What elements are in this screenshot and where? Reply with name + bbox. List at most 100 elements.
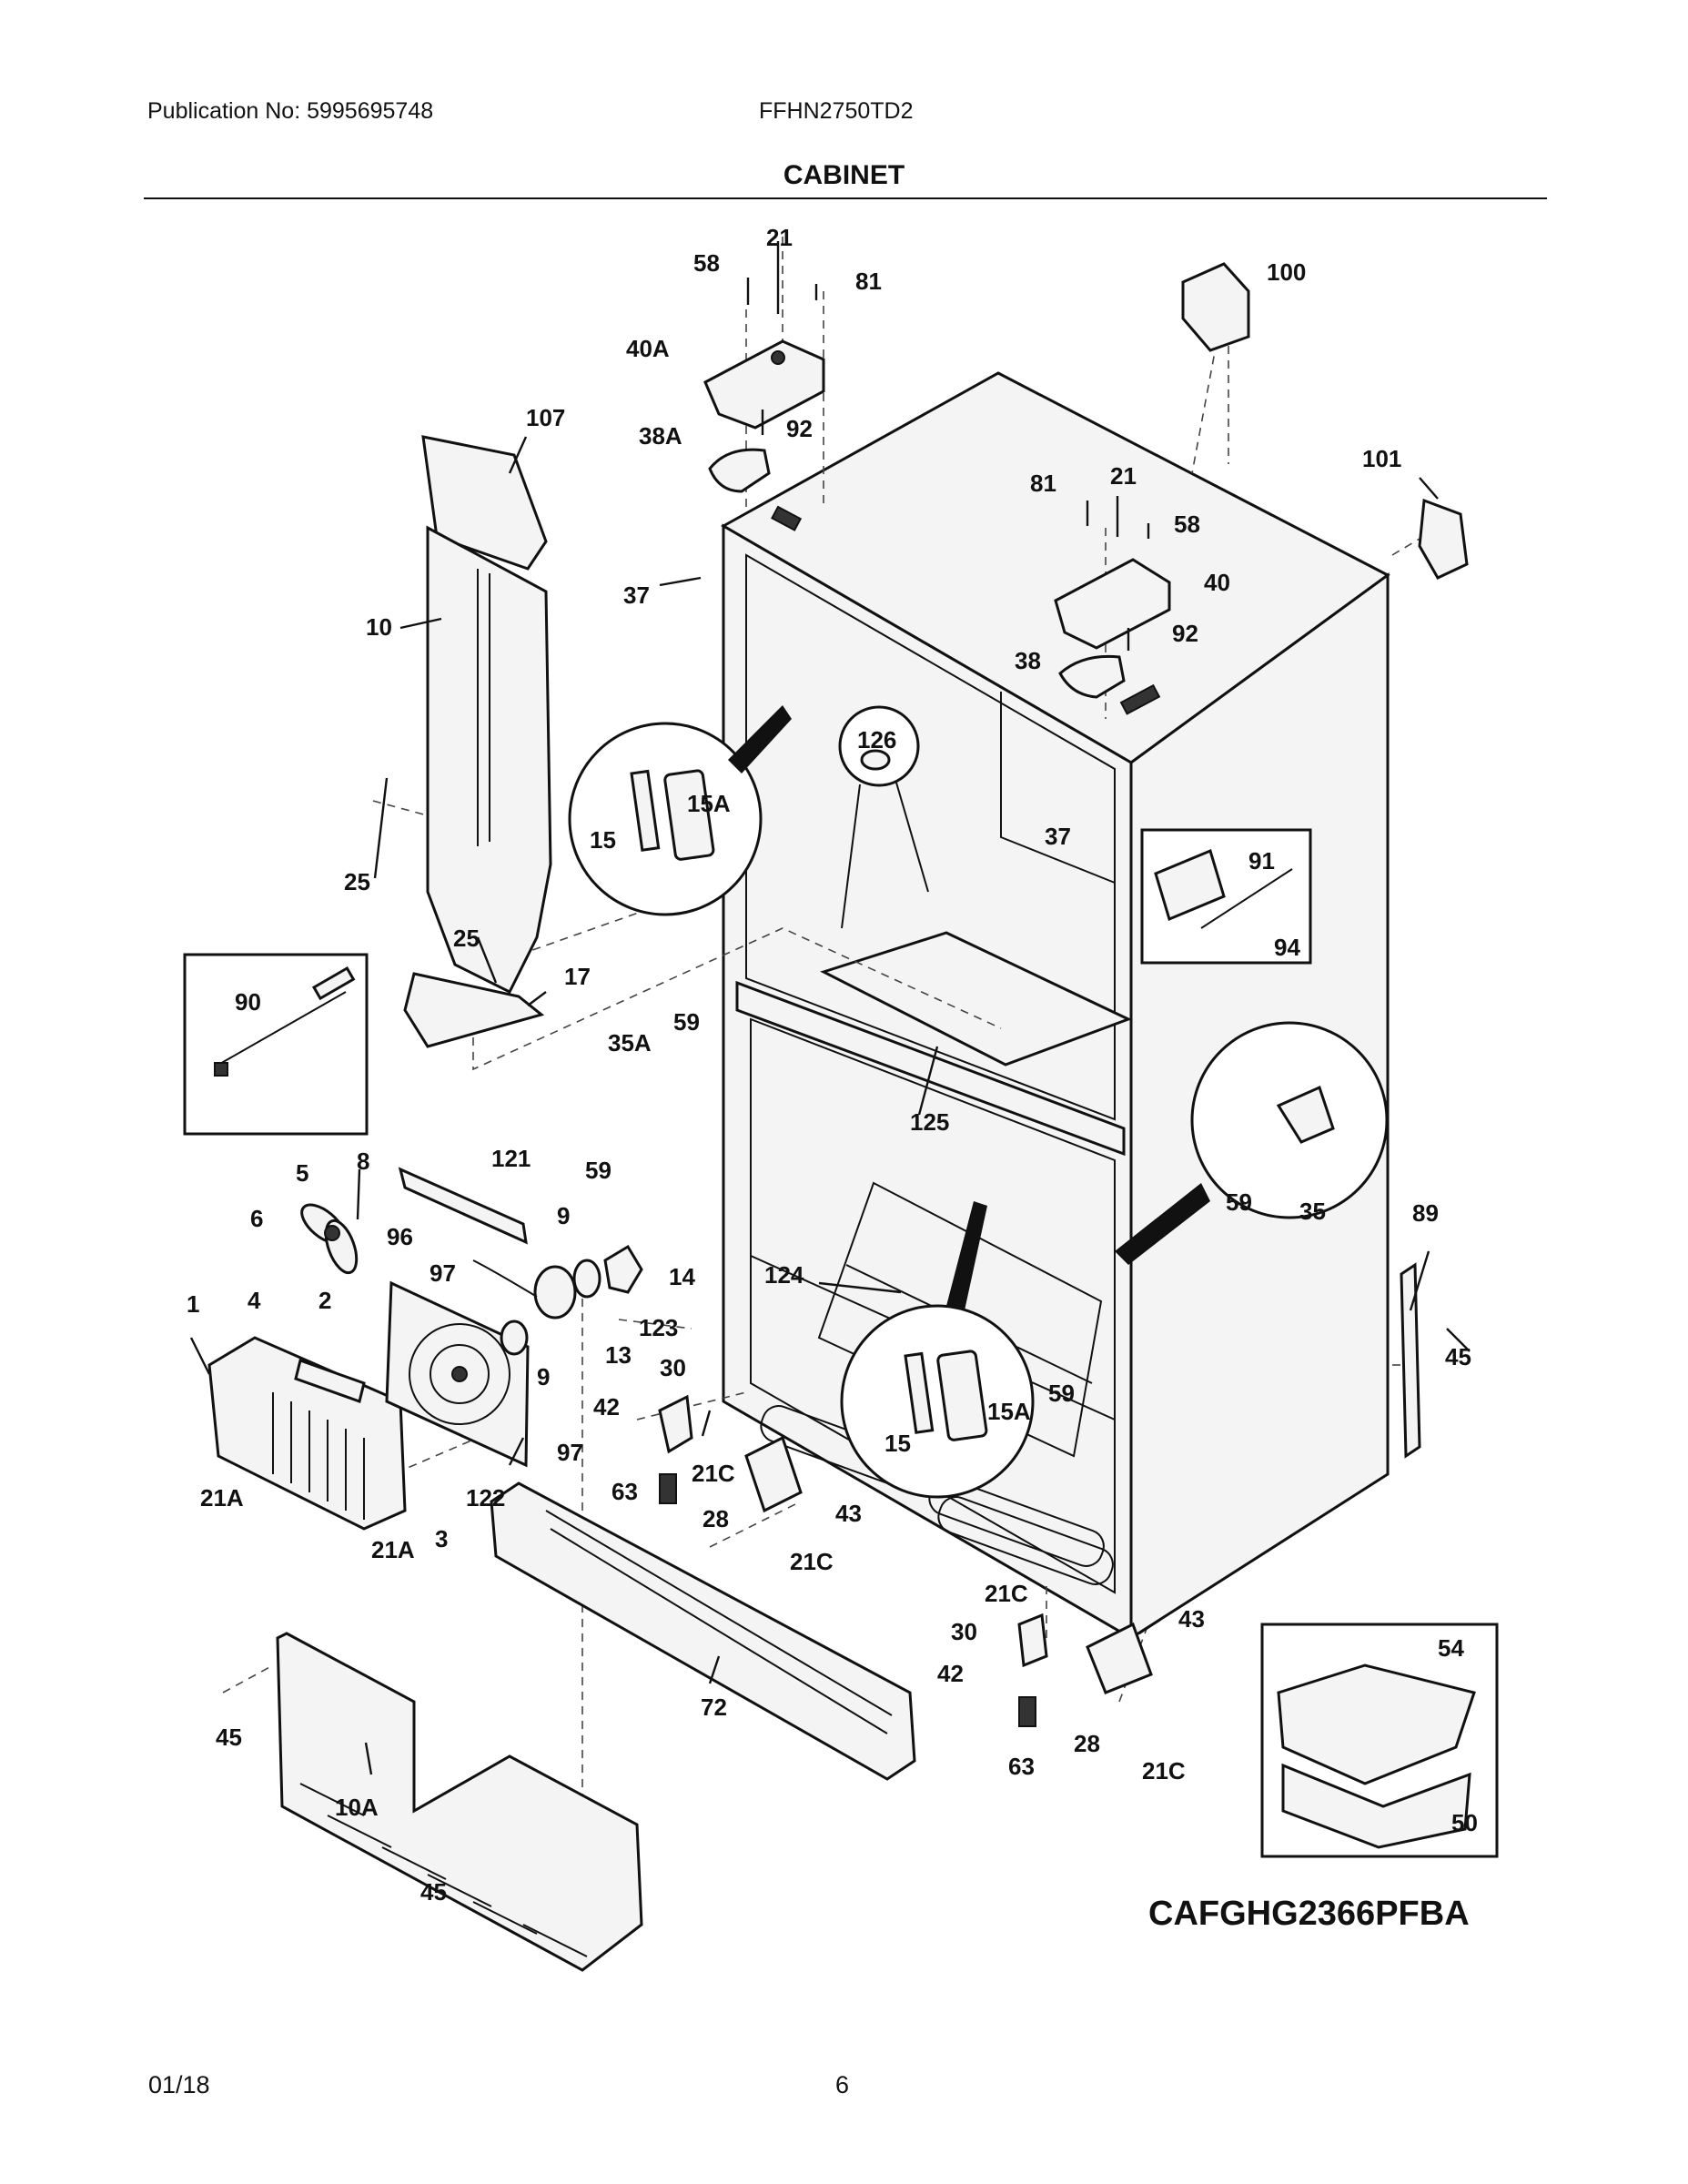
- detail-circle-15-lower: [840, 1201, 1035, 1499]
- callout-label: 9: [557, 1202, 570, 1229]
- callout-label: 100: [1267, 258, 1306, 286]
- callout-label: 14: [669, 1263, 695, 1290]
- callout-label: 126: [857, 726, 896, 753]
- callout-label: 91: [1248, 847, 1275, 875]
- fan-motor-13: [472, 1244, 643, 1356]
- callout-label: 21: [766, 224, 793, 251]
- callout-label: 37: [623, 581, 650, 609]
- callout-label: 38: [1015, 647, 1041, 674]
- callout-label: 124: [764, 1261, 804, 1289]
- callout-label: 35: [1299, 1198, 1326, 1225]
- callout-label: 97: [430, 1259, 456, 1287]
- callout-label: 58: [1174, 511, 1200, 538]
- callout-label: 15A: [687, 790, 731, 817]
- shelf: [820, 931, 1132, 1067]
- leader-lines: [189, 436, 1471, 1775]
- hinge-cover-100: [1181, 262, 1250, 352]
- cabinet-body: [720, 371, 1390, 1641]
- upper-hinge-right: [1054, 496, 1171, 699]
- inset-54-50-box: [1260, 1623, 1499, 1858]
- callout-label: 72: [701, 1694, 727, 1721]
- callout-label: 122: [466, 1484, 505, 1512]
- callout-label: 6: [250, 1205, 263, 1232]
- callout-label: 125: [910, 1108, 949, 1136]
- callout-label: 9: [537, 1363, 550, 1390]
- callout-label: 21C: [985, 1580, 1028, 1607]
- callout-label: 63: [1008, 1753, 1035, 1780]
- kickplate-72: [490, 1481, 916, 1781]
- upper-hinge-left: [703, 241, 825, 493]
- callout-label: 58: [693, 249, 720, 277]
- callout-label: 89: [1412, 1199, 1439, 1227]
- callout-label: 59: [1048, 1380, 1075, 1407]
- callout-labels: 58 21 81 100 40A 107 92 38A 81 21 101 58…: [187, 224, 1478, 1906]
- callout-label: 54: [1438, 1634, 1464, 1662]
- callout-label: 50: [1451, 1809, 1478, 1836]
- callout-label: 15: [590, 826, 616, 854]
- callout-label: 21C: [1142, 1757, 1186, 1785]
- callout-label: 63: [612, 1478, 638, 1505]
- callout-label: 35A: [608, 1029, 652, 1057]
- model-number: FFHN2750TD2: [759, 98, 914, 124]
- insulation-90-box: [183, 953, 369, 1136]
- callout-label: 81: [855, 268, 882, 295]
- detail-circle-35: [1115, 1021, 1389, 1265]
- callout-label: 43: [835, 1500, 862, 1527]
- diagram-code: CAFGHG2366PFBA: [1148, 1895, 1470, 1933]
- callout-label: 123: [639, 1314, 678, 1341]
- callout-label: 30: [660, 1354, 686, 1381]
- callout-label: 5: [296, 1159, 308, 1187]
- fan-blade-5: [300, 1203, 359, 1275]
- footer-date: 01/18: [148, 2071, 210, 2098]
- callout-label: 45: [216, 1724, 242, 1751]
- callout-label: 21C: [790, 1548, 834, 1575]
- hinge-cover-101: [1418, 498, 1469, 580]
- callout-label: 25: [453, 925, 480, 952]
- callout-label: 59: [673, 1008, 700, 1036]
- callout-label: 13: [605, 1341, 632, 1369]
- callout-label: 96: [387, 1223, 413, 1250]
- callout-label: 15A: [987, 1398, 1031, 1425]
- callout-label: 17: [564, 963, 591, 990]
- callout-label: 40: [1204, 569, 1230, 596]
- rear-cover-89: [1400, 1262, 1421, 1459]
- detail-circle-126: [838, 705, 929, 929]
- header-rule: [144, 197, 1547, 199]
- callout-label: 81: [1030, 470, 1056, 497]
- callout-label: 8: [357, 1148, 369, 1175]
- callout-label: 40A: [626, 335, 670, 362]
- callout-label: 21A: [200, 1484, 244, 1512]
- callout-label: 10: [366, 613, 392, 641]
- leveler-hinge-lower-right: [1017, 1613, 1153, 1727]
- rear-panel-10A: [276, 1632, 643, 1972]
- fan-bracket-96: [385, 1280, 530, 1468]
- callout-label: 15: [884, 1430, 911, 1457]
- callout-label: 3: [435, 1525, 448, 1552]
- leveler-hinge-lower-left: [658, 1394, 803, 1513]
- detail-circle-15: [568, 705, 792, 916]
- callout-label: 90: [235, 988, 261, 1016]
- callout-label: 10A: [335, 1794, 379, 1821]
- callout-label: 21C: [692, 1460, 735, 1487]
- callout-label: 1: [187, 1290, 199, 1318]
- callout-label: 121: [491, 1145, 531, 1172]
- callout-label: 25: [344, 868, 370, 895]
- callout-label: 107: [526, 404, 565, 431]
- callout-label: 45: [420, 1878, 447, 1906]
- callout-label: 97: [557, 1439, 583, 1466]
- page-number: 6: [835, 2071, 850, 2098]
- callout-label: 94: [1274, 934, 1300, 961]
- callout-label: 45: [1445, 1343, 1471, 1370]
- callout-label: 21A: [371, 1536, 415, 1563]
- inset-91-94-box: [1140, 828, 1312, 965]
- callout-label: 28: [1074, 1730, 1100, 1757]
- callout-label: 59: [585, 1157, 612, 1184]
- callout-label: 101: [1362, 445, 1401, 472]
- callout-label: 42: [937, 1660, 964, 1687]
- callout-label: 92: [1172, 620, 1198, 647]
- publication-number: Publication No: 5995695748: [147, 98, 434, 124]
- freezer-liner: [750, 1017, 1116, 1594]
- callout-label: 4: [248, 1287, 261, 1314]
- callout-label: 37: [1045, 823, 1071, 850]
